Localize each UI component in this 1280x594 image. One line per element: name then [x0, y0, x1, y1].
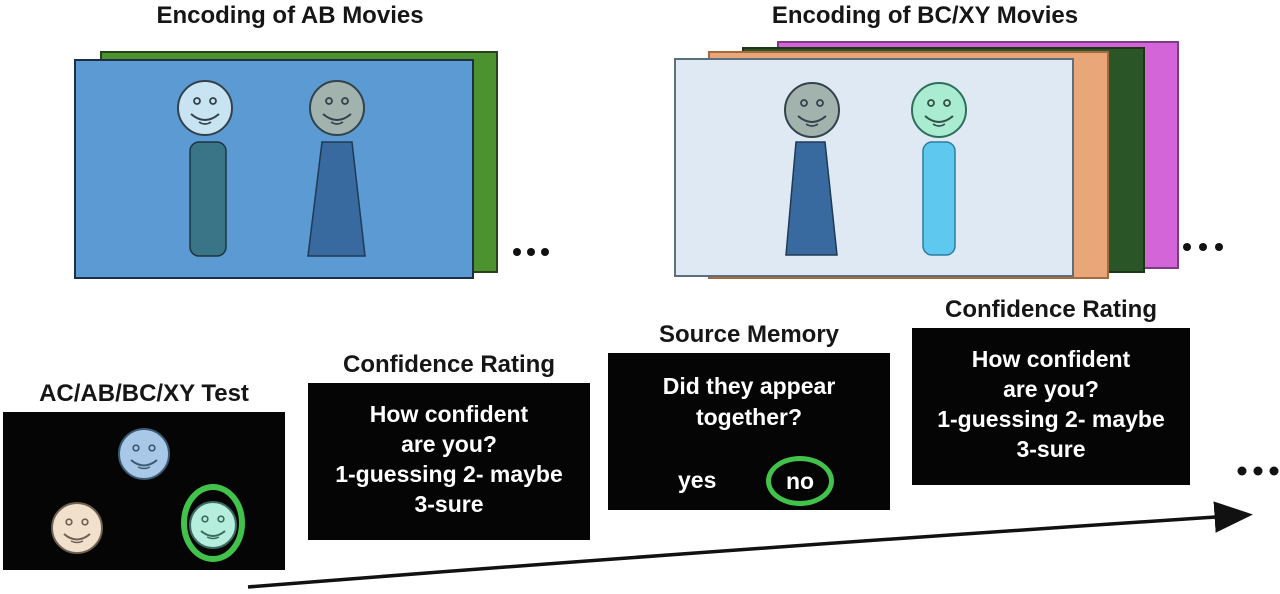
person-b-figure: [307, 80, 366, 257]
movie-card-lightblue: [674, 58, 1074, 277]
smile-icon: [797, 115, 827, 123]
encoding-bcxy-title: Encoding of BC/XY Movies: [771, 2, 1079, 29]
confidence-screen-2: How confident are you? 1-guessing 2- may…: [912, 328, 1190, 485]
confidence-line: How confident: [971, 346, 1131, 372]
option-no: no: [785, 467, 815, 494]
confidence-screen-1: How confident are you? 1-guessing 2- may…: [308, 383, 590, 540]
source-memory-title: Source Memory: [658, 321, 840, 348]
source-question-line: Did they appear: [662, 373, 836, 399]
source-memory-screen: Did they appear together? yes no: [608, 353, 890, 510]
eye-icon: [193, 97, 201, 105]
smile-icon: [200, 530, 226, 537]
movie-card-blue: [74, 59, 474, 279]
source-question-line: together?: [695, 404, 803, 430]
eye-icon: [217, 515, 225, 523]
smile-icon: [330, 121, 344, 125]
eye-icon: [927, 99, 935, 107]
ab-movie-card-stack: [74, 51, 549, 279]
test-screen: [3, 412, 285, 570]
bcxy-movie-card-stack: [674, 41, 1223, 279]
confidence-line: 3-sure: [1016, 436, 1086, 462]
smile-icon: [190, 113, 220, 121]
smile-icon: [206, 536, 220, 540]
smile-icon: [924, 115, 954, 123]
eye-icon: [132, 444, 140, 452]
person-a-body: [189, 141, 227, 257]
person-c-figure: [911, 82, 967, 256]
ellipsis-icon: [513, 248, 549, 256]
confidence-line: are you?: [401, 431, 497, 457]
smile-icon: [137, 466, 151, 470]
eye-icon: [800, 99, 808, 107]
eye-icon: [148, 444, 156, 452]
smile-icon: [130, 459, 158, 467]
person-b-figure: [784, 82, 840, 256]
face-peach: [51, 502, 103, 554]
confidence-title-1: Confidence Rating: [342, 351, 555, 378]
option-yes: yes: [678, 467, 717, 493]
confidence-line: are you?: [1003, 376, 1099, 402]
person-a-figure: [177, 80, 233, 257]
confidence-title-2: Confidence Rating: [944, 296, 1157, 323]
selection-ring: no: [766, 456, 834, 506]
eye-icon: [81, 518, 89, 526]
smile-icon: [932, 123, 946, 127]
confidence-line: 3-sure: [414, 491, 484, 517]
face-cyan-selected: [189, 501, 237, 549]
smile-icon: [322, 113, 352, 121]
person-b-body: [785, 141, 838, 256]
confidence-line: 1-guessing 2- maybe: [937, 406, 1165, 432]
person-b-head: [309, 80, 365, 136]
person-b-head: [784, 82, 840, 138]
encoding-ab-title: Encoding of AB Movies: [156, 2, 424, 29]
test-title: AC/AB/BC/XY Test: [39, 380, 249, 407]
smile-icon: [70, 540, 84, 544]
eye-icon: [325, 97, 333, 105]
eye-icon: [816, 99, 824, 107]
person-b-body: [307, 141, 366, 257]
ellipsis-icon: [1237, 466, 1279, 476]
confidence-line: How confident: [369, 401, 529, 427]
person-c-body: [922, 141, 956, 256]
eye-icon: [209, 97, 217, 105]
smile-icon: [63, 533, 91, 541]
confidence-line: 1-guessing 2- maybe: [335, 461, 563, 487]
eye-icon: [65, 518, 73, 526]
eye-icon: [943, 99, 951, 107]
person-c-head: [911, 82, 967, 138]
test-screen-faces: [51, 428, 245, 562]
face-blue: [118, 428, 170, 480]
ellipsis-icon: [1183, 243, 1223, 251]
source-options-row: yes no: [608, 453, 890, 506]
person-a-head: [177, 80, 233, 136]
selection-ring: [181, 484, 245, 562]
smile-icon: [198, 121, 212, 125]
eye-icon: [201, 515, 209, 523]
eye-icon: [341, 97, 349, 105]
smile-icon: [805, 123, 819, 127]
